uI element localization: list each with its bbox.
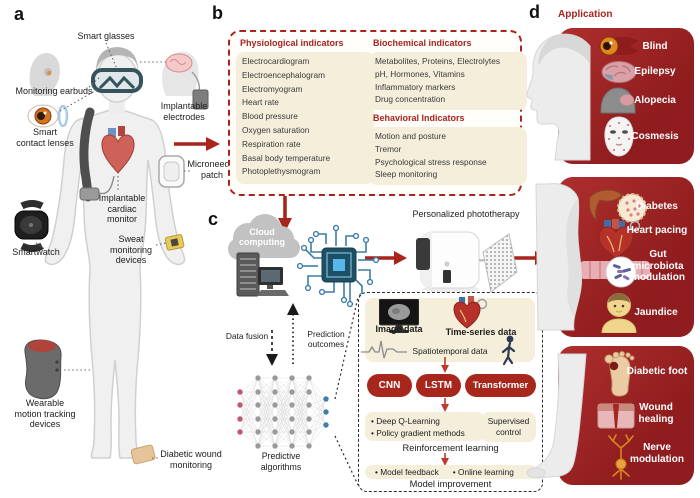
motion-tracker-icon — [24, 339, 62, 400]
cloud-computing-label: Cloud computing — [239, 227, 285, 248]
behavioral-item: Tremor — [375, 143, 402, 154]
microneedle-patch-icon — [158, 155, 185, 188]
indicators-panel: Physiological indicators Electrocardiogr… — [228, 30, 527, 196]
gut-microbiota-label: Gut microbiota modulation — [631, 249, 685, 283]
heart-icon — [101, 126, 135, 174]
physiological-item: Electroencephalogram — [242, 69, 326, 80]
cloud-computing-icon — [228, 214, 300, 297]
panel-d-label: d — [529, 2, 540, 22]
physiological-item: Electromyogram — [242, 83, 303, 94]
implantable-cardiac-monitor-label: Implantable cardiac monitor — [98, 193, 146, 225]
application-card-leg: Diabetic foot Wound healing Nerve modula… — [558, 346, 694, 485]
phototherapy-label: Personalized phototherapy — [412, 209, 520, 219]
smartwatch-label: Smartwatch — [12, 247, 60, 257]
reinforcement-learning-label: Reinforcement learning — [402, 443, 499, 453]
physiological-title: Physiological indicators — [240, 38, 344, 48]
server-icon — [236, 252, 260, 297]
improvement-item: Model feedback — [375, 466, 439, 478]
monitoring-earbuds-label: Monitoring earbuds — [15, 86, 93, 96]
behavioral-item: Motion and posture — [375, 131, 447, 141]
arrow-models-to-rl — [441, 398, 449, 412]
heart-pacing-label: Heart pacing — [626, 225, 688, 236]
microneedle-patch-label: Microneedle patch — [187, 159, 237, 180]
smartwatch-icon — [14, 200, 49, 252]
rl-method-item: Deep Q-Learning — [371, 415, 481, 427]
wound-healing-label: Wound healing — [638, 402, 674, 425]
image-data-label: Image data — [375, 324, 423, 334]
smart-contact-lens-icon — [27, 104, 69, 128]
neural-network-icon — [237, 375, 329, 449]
transformer-button: Transformer — [465, 374, 536, 397]
physiological-item: Oxygen saturation — [242, 124, 310, 135]
physiological-item: Blood pressure — [242, 111, 298, 122]
ml-model-box: Image data Time-series data Spatiotempor… — [358, 292, 543, 492]
application-title: Application — [558, 9, 613, 20]
biochemical-title: Biochemical indicators — [373, 38, 472, 48]
sweat-sensor-icon — [164, 234, 185, 251]
application-card-torso: Diabetes Heart pacing Gut microbiota mod… — [558, 177, 694, 337]
rl-methods-list: Deep Q-Learning Policy gradient methods — [365, 412, 485, 441]
wound-patch-icon — [130, 444, 156, 465]
chest-strap — [79, 107, 95, 202]
arrow-chip-to-device — [365, 251, 407, 265]
arrow-a-to-b — [174, 137, 220, 151]
behavioral-item: Sleep monitoring — [375, 169, 438, 180]
physiological-item: Electrocardiogram — [242, 56, 310, 66]
smart-contact-lenses-label: Smart contact lenses — [16, 127, 74, 148]
time-series-label: Time-series data — [445, 327, 517, 337]
biochemical-item: Inflammatory markers — [375, 81, 456, 92]
nerve-modulation-label: Nerve modulation — [630, 442, 684, 465]
arrow-device-to-applications — [506, 251, 548, 265]
diabetes-label: Diabetes — [636, 201, 678, 212]
epilepsy-label: Epilepsy — [634, 66, 676, 77]
spatiotemporal-label: Spatiotemporal data — [412, 346, 488, 356]
improvement-item: Online learning — [453, 466, 514, 478]
diabetic-wound-label: Diabetic wound monitoring — [160, 449, 222, 470]
model-improvement-label: Model improvement — [409, 479, 492, 489]
cosmesis-label: Cosmesis — [631, 131, 679, 142]
application-card-head: Blind Epilepsy Alopecia Cosmesis — [558, 28, 694, 164]
phototherapy-device-icon — [416, 231, 518, 293]
behavioral-item: Psychological stress response — [375, 156, 487, 167]
physiological-item: Basal body temperature — [242, 152, 331, 163]
alopecia-label: Alopecia — [634, 95, 676, 106]
sweat-monitoring-label: Sweat monitoring devices — [109, 234, 153, 266]
wearable-motion-label: Wearable motion tracking devices — [14, 398, 76, 430]
rl-method-item: Policy gradient methods — [371, 427, 481, 439]
physiological-item: Heart rate — [242, 97, 279, 108]
prediction-outcomes-label: Prediction outcomes — [307, 329, 345, 350]
jaundice-label: Jaundice — [634, 307, 678, 318]
biochemical-list: Metabolites, Proteins, Electrolytes pH, … — [369, 52, 527, 110]
behavioral-title: Behavioral Indicators — [373, 113, 465, 123]
computer-icon — [258, 267, 283, 285]
implantable-electrodes-label: Implantable electrodes — [160, 101, 208, 122]
physiological-item: Respiration rate — [242, 138, 301, 149]
smart-glasses-label: Smart glasses — [77, 31, 135, 41]
supervised-control-label: Supervised control — [481, 412, 536, 442]
biochemical-item: Drug concentration — [375, 94, 446, 105]
physiological-item: Photoplethysmogram — [242, 166, 321, 177]
improvement-list: Model feedback Online learning — [365, 465, 537, 479]
panel-b-label: b — [212, 3, 223, 23]
panel-a-label: a — [14, 4, 25, 24]
panel-c-label: c — [208, 209, 219, 229]
biochemical-item: pH, Hormones, Vitamins — [375, 68, 465, 79]
cnn-button: CNN — [367, 374, 412, 397]
biochemical-item: Metabolites, Proteins, Electrolytes — [375, 56, 500, 66]
lstm-button: LSTM — [416, 374, 461, 397]
diabetic-foot-label: Diabetic foot — [626, 366, 688, 377]
predictive-algorithms-label: Predictive algorithms — [260, 451, 302, 472]
data-fusion-label: Data fusion — [225, 331, 269, 341]
behavioral-list: Motion and posture Tremor Psychological … — [369, 127, 527, 185]
physiological-list: Electrocardiogram Electroencephalogram E… — [236, 52, 374, 184]
blind-label: Blind — [642, 41, 668, 52]
